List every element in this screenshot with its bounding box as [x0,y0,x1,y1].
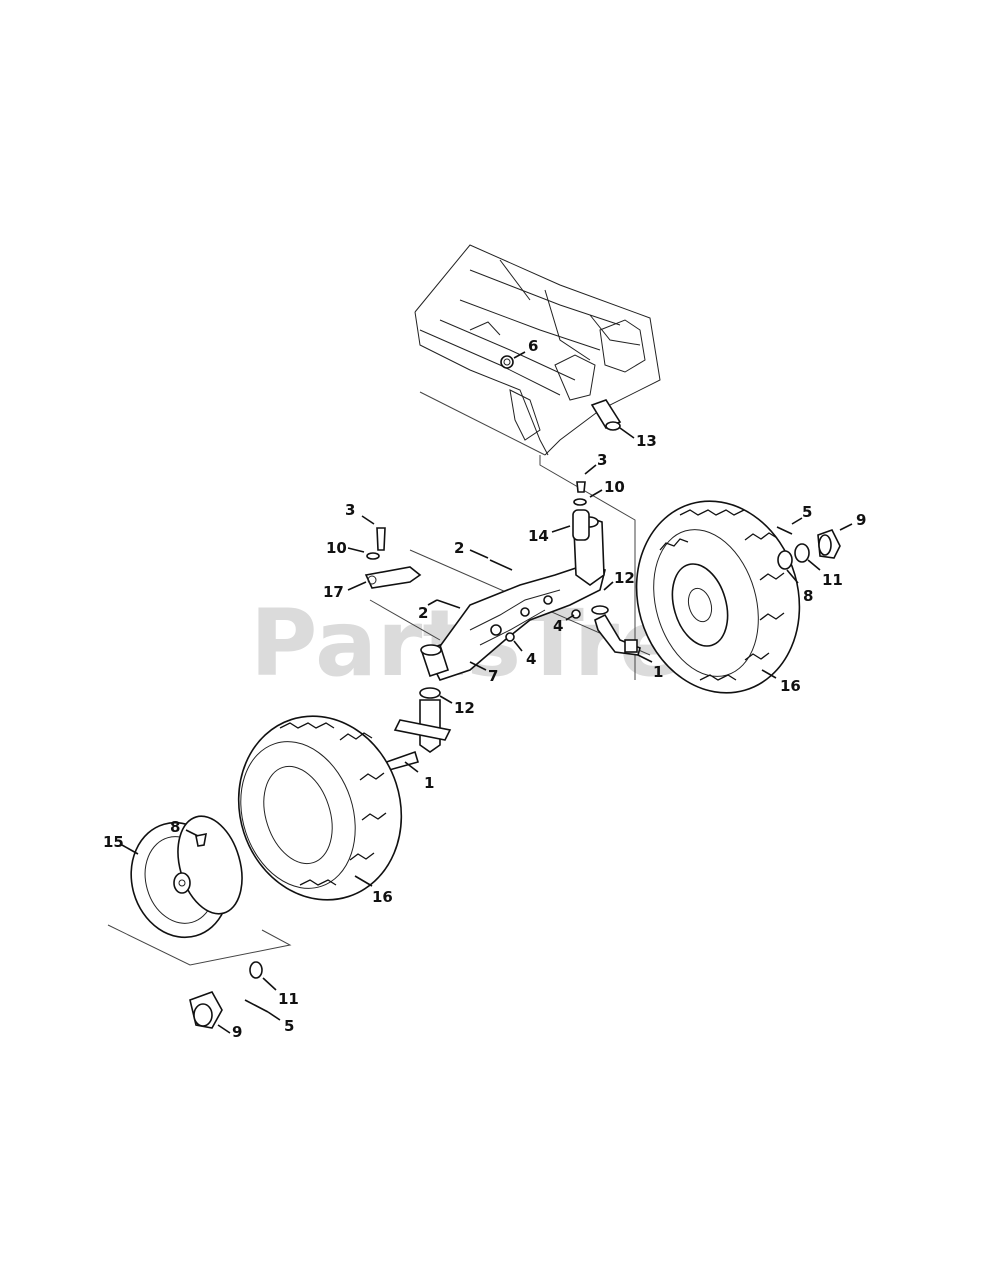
svg-text:7: 7 [488,667,498,685]
spindle-left [376,699,452,773]
spindle-right [594,613,641,656]
svg-text:9: 9 [232,1023,242,1041]
callout-16-right: 16 [761,669,801,695]
callout-13: 13 [619,427,657,450]
bolt-left [366,527,386,560]
svg-text:12: 12 [454,699,475,717]
hub-parts-left [189,961,269,1029]
svg-text:14: 14 [528,527,549,545]
callout-8-right: 8 [786,569,813,605]
pins [436,559,513,609]
callout-5-right: 5 [791,503,812,525]
callout-3-right: 3 [584,451,607,475]
svg-text:8: 8 [803,587,813,605]
front-axle [429,564,606,681]
callout-14: 14 [528,525,571,545]
callout-4-center: 4 [513,640,536,668]
svg-text:15: 15 [103,833,124,851]
callout-2-lower: 2 [418,599,438,622]
svg-text:2: 2 [454,539,464,557]
spindle-bushing-left [420,643,450,678]
frame-nut [500,355,514,369]
svg-text:8: 8 [170,818,180,836]
callout-15: 15 [103,833,139,855]
rim-left [130,815,243,939]
svg-text:12: 12 [614,569,635,587]
callout-8-left: 8 [170,818,199,837]
svg-text:11: 11 [278,990,299,1008]
svg-text:9: 9 [856,511,866,529]
callout-3-left: 3 [345,501,375,525]
svg-text:6: 6 [528,337,538,355]
callout-6: 6 [513,337,538,359]
valve-stem-left [195,832,207,847]
hub-parts-right [776,526,841,570]
frame-rail [414,244,661,456]
svg-text:3: 3 [345,501,355,519]
callout-10-left: 10 [326,539,365,557]
steering-spacer [572,509,590,541]
callout-9-right: 9 [839,511,866,531]
callout-17: 17 [323,581,367,601]
svg-text:2: 2 [418,604,428,622]
svg-text:4: 4 [526,650,536,668]
callout-5-left: 5 [267,1011,294,1035]
callout-11-left: 11 [262,977,299,1008]
svg-text:10: 10 [604,478,625,496]
callout-16-left: 16 [354,875,393,906]
callout-11-right: 11 [807,559,843,589]
callout-7: 7 [469,661,498,685]
svg-text:16: 16 [372,888,393,906]
svg-text:5: 5 [284,1017,294,1035]
svg-text:5: 5 [802,503,812,521]
callout-2-upper: 2 [454,539,489,559]
svg-text:3: 3 [597,451,607,469]
svg-text:4: 4 [553,617,563,635]
bolt-right [573,481,587,506]
svg-text:17: 17 [323,583,344,601]
svg-text:1: 1 [653,663,663,681]
callout-12-right: 12 [603,569,635,591]
svg-text:10: 10 [326,539,347,557]
svg-text:11: 11 [822,571,843,589]
pivot-pin [590,399,622,431]
callout-1-right: 1 [637,654,663,681]
washer-left-12 [419,687,441,699]
tire-left [237,715,403,901]
callout-4-right: 4 [553,614,575,635]
drag-link [364,566,422,589]
tire-right [635,500,801,694]
svg-text:13: 13 [636,432,657,450]
svg-text:1: 1 [424,774,434,792]
small-nuts [505,609,581,642]
callout-9-left: 9 [217,1023,242,1041]
callout-10-right: 10 [589,478,625,498]
callout-12-left: 12 [439,695,475,717]
callout-1-left: 1 [404,761,434,792]
washer-right-12 [591,605,609,615]
svg-text:16: 16 [780,677,801,695]
